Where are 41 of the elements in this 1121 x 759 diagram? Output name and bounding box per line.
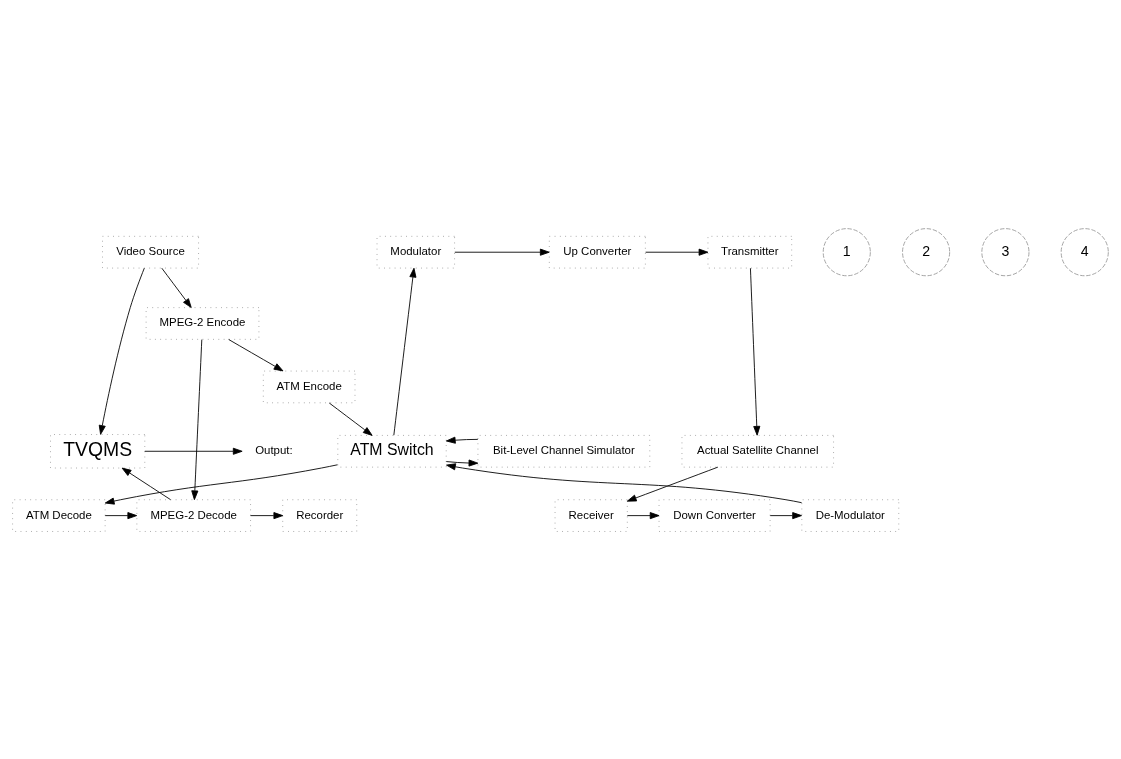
label: 2 — [922, 242, 931, 259]
arrow — [454, 248, 550, 256]
node-box: De-Modulator — [801, 498, 900, 532]
arrow — [446, 462, 803, 503]
arrow — [191, 338, 203, 500]
label: 4 — [1080, 242, 1089, 259]
node-box: MPEG-2 Encode — [145, 306, 260, 340]
node-box: ATM Encode — [262, 370, 356, 403]
label: 1 — [842, 242, 851, 259]
arrow — [645, 248, 709, 256]
node-box: Actual Satellite Channel — [681, 434, 834, 468]
arrow — [769, 511, 802, 519]
arrow — [750, 267, 761, 436]
arrow — [328, 402, 373, 436]
node-box: Transmitter — [707, 235, 793, 268]
node-box: MPEG-2 Decode — [136, 498, 251, 532]
node-box: Modulator — [376, 235, 455, 268]
arrow — [250, 511, 284, 519]
arrow — [626, 511, 660, 519]
node-box: TVQMS — [50, 433, 146, 468]
node-box: Up Converter — [548, 235, 646, 268]
arrow — [98, 267, 145, 435]
arrow — [121, 467, 171, 500]
node-box: Recorder — [282, 498, 358, 532]
node-box: Video Source — [102, 235, 199, 268]
arrow — [445, 436, 479, 444]
node-box: ATM Switch — [337, 434, 447, 468]
arrow — [144, 447, 243, 455]
arrow — [393, 267, 417, 436]
node-box: Down Converter — [658, 498, 771, 532]
node-box: ATM Decode — [12, 498, 106, 532]
arrow — [228, 338, 284, 371]
node-text: Output: — [255, 443, 293, 456]
arrow — [445, 459, 479, 467]
label: 3 — [1001, 242, 1010, 259]
arrow — [104, 511, 138, 519]
node-box: Receiver — [554, 498, 628, 532]
arrow — [104, 463, 338, 505]
arrow — [161, 267, 192, 308]
node-box: Bit-Level Channel Simulator — [477, 434, 651, 468]
arrow — [626, 466, 719, 502]
